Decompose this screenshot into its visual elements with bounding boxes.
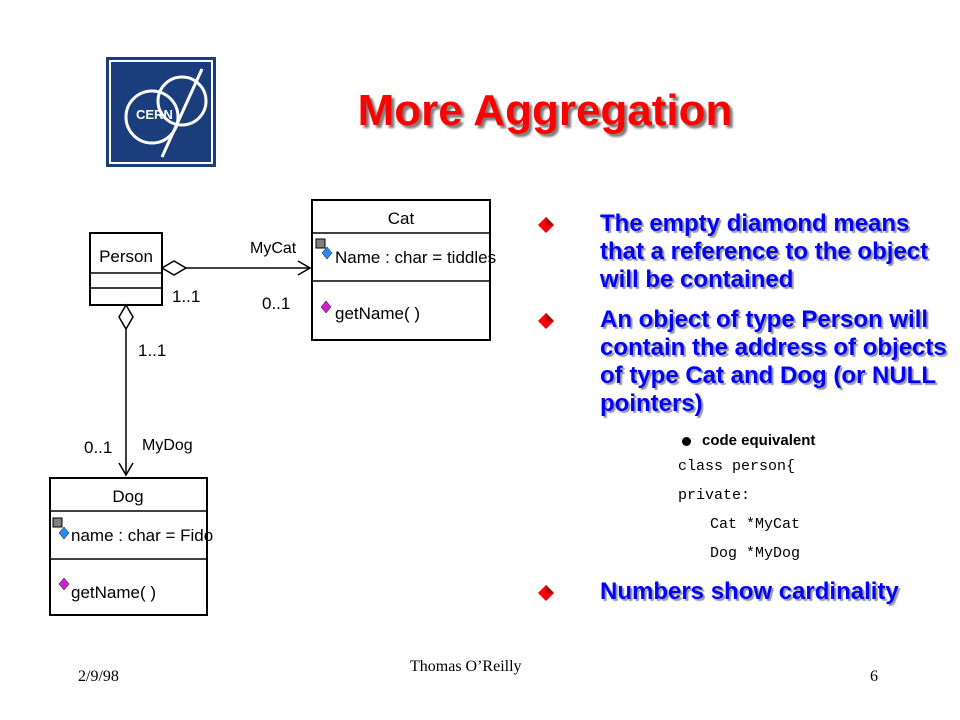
cat-target-multiplicity: 0..1 <box>262 294 290 313</box>
sub-bullet-item: code equivalent <box>538 430 948 452</box>
cat-association: MyCat 1..1 0..1 <box>160 240 312 313</box>
code-line: private: <box>678 487 751 504</box>
cern-logo: CERN <box>106 57 216 167</box>
cat-attribute: Name : char = tiddles <box>335 248 496 267</box>
bullet-item: An object of type Person will contain th… <box>538 306 948 418</box>
bullet-text: An object of type Person will contain th… <box>600 306 947 417</box>
private-attribute-icon <box>315 238 333 260</box>
private-attribute-icon <box>52 517 70 540</box>
page-number: 6 <box>870 668 878 685</box>
cat-role-label: MyCat <box>250 240 297 257</box>
bullet-text: The empty diamond means that a reference… <box>600 210 929 293</box>
footer-author: Thomas O’Reilly <box>410 658 522 675</box>
bullet-item: The empty diamond means that a reference… <box>538 210 948 294</box>
dog-association: 1..1 0..1 MyDog <box>84 303 193 477</box>
dog-target-multiplicity: 0..1 <box>84 438 112 457</box>
dog-attribute: name : char = Fido <box>71 526 213 545</box>
diamond-bullet-icon <box>538 585 554 601</box>
bullet-text: Numbers show cardinality <box>600 578 899 605</box>
sub-bullet-text: code equivalent <box>702 432 816 449</box>
logo-text: CERN <box>136 107 173 122</box>
code-line: Dog *MyDog <box>710 545 801 562</box>
dog-class-name: Dog <box>112 487 143 506</box>
diamond-bullet-icon <box>538 217 554 233</box>
dog-class-box: Dog name : char = Fido getName( ) <box>49 477 213 616</box>
dog-role-label: MyDog <box>142 437 193 454</box>
uml-diagram: Person Cat Name : char = tiddles getName… <box>49 199 496 616</box>
bullet-item: Numbers show cardinality <box>538 578 948 606</box>
bullet-list: The empty diamond means that a reference… <box>538 210 948 618</box>
cat-class-box: Cat Name : char = tiddles getName( ) <box>311 199 496 341</box>
person-class-name: Person <box>99 247 153 266</box>
cat-source-multiplicity: 1..1 <box>172 287 200 306</box>
public-method-icon <box>320 300 332 314</box>
person-class-box: Person <box>89 232 163 306</box>
code-line: Cat *MyCat <box>710 516 801 533</box>
dog-source-multiplicity: 1..1 <box>138 341 166 360</box>
dot-bullet-icon <box>682 437 691 446</box>
diamond-bullet-icon <box>538 313 554 329</box>
public-method-icon <box>58 577 70 591</box>
cat-class-name: Cat <box>388 209 415 228</box>
code-line: class person{ <box>678 458 796 475</box>
cat-method: getName( ) <box>335 304 420 323</box>
footer-date: 2/9/98 <box>78 668 119 685</box>
code-block: class person{ private: Cat *MyCat Dog *M… <box>538 452 948 568</box>
dog-method: getName( ) <box>71 583 156 602</box>
slide-title: More Aggregation <box>357 86 733 135</box>
